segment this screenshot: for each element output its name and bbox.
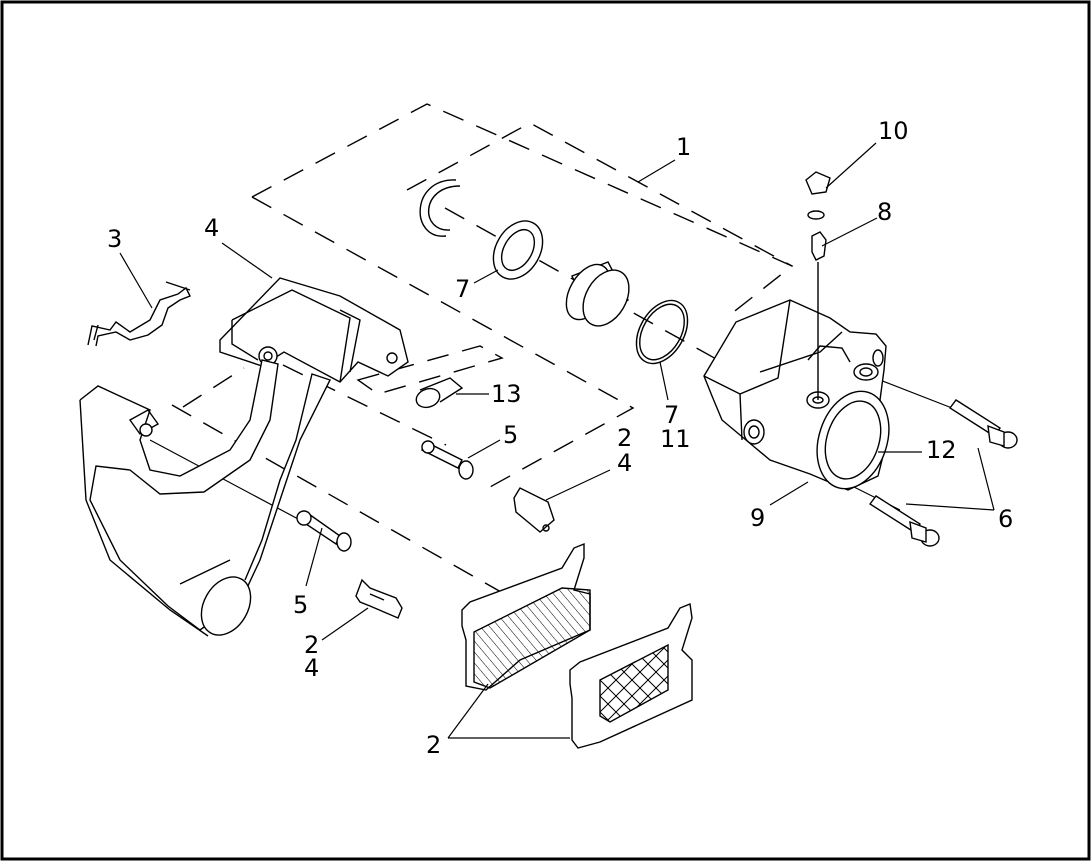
callout-7-ring: 7 bbox=[664, 401, 679, 429]
part-6-bolt-upper bbox=[948, 399, 1018, 449]
part-4-pad-retainer bbox=[219, 277, 409, 383]
callout-7-seal: 7 bbox=[455, 275, 470, 303]
callout-1: 1 bbox=[676, 133, 691, 161]
assembly-outline-1 bbox=[251, 103, 794, 488]
callout-8: 8 bbox=[877, 198, 892, 226]
brake-pad-rear bbox=[569, 603, 693, 749]
part-9-caliper-body bbox=[703, 299, 890, 491]
part-5-pin-lower bbox=[296, 510, 352, 552]
callout-labels: 1 10 8 3 4 7 13 5 2 4 7 11 12 9 6 5 2 4 … bbox=[107, 117, 1013, 759]
callout-5-upper: 5 bbox=[503, 421, 518, 449]
pad-clip-lower bbox=[355, 578, 403, 619]
callout-6: 6 bbox=[998, 505, 1013, 533]
callout-13: 13 bbox=[491, 380, 522, 408]
caliper-mounting-bracket bbox=[79, 359, 331, 637]
part-3-spring-clip bbox=[87, 281, 191, 347]
part-13-cap bbox=[415, 377, 464, 409]
callout-4-lower: 4 bbox=[304, 654, 319, 682]
part-7-seal-a bbox=[492, 220, 544, 280]
callout-5-lower: 5 bbox=[293, 591, 308, 619]
callout-10: 10 bbox=[878, 117, 909, 145]
callout-4-bracket: 4 bbox=[204, 214, 219, 242]
brake-pad-front bbox=[461, 542, 591, 691]
callout-3: 3 bbox=[107, 225, 122, 253]
part-8-bleeder-valve bbox=[811, 231, 827, 400]
piston bbox=[565, 261, 630, 327]
callout-2-pads: 2 bbox=[426, 731, 441, 759]
callout-2-upper: 2 bbox=[617, 424, 632, 452]
retaining-ring bbox=[419, 179, 461, 237]
leader-lines bbox=[119, 142, 995, 739]
callout-12: 12 bbox=[926, 436, 957, 464]
part-7-seal-b bbox=[635, 299, 689, 365]
callout-2-lower: 2 bbox=[304, 631, 319, 659]
callout-4-upper: 4 bbox=[617, 449, 632, 477]
part-6-bolt-lower bbox=[868, 495, 940, 547]
callout-9: 9 bbox=[750, 504, 765, 532]
callout-11: 11 bbox=[660, 425, 691, 453]
pad-clip-upper bbox=[513, 487, 555, 533]
part-10-bleeder-cap bbox=[805, 171, 831, 220]
part-5-pin-upper bbox=[421, 440, 474, 480]
